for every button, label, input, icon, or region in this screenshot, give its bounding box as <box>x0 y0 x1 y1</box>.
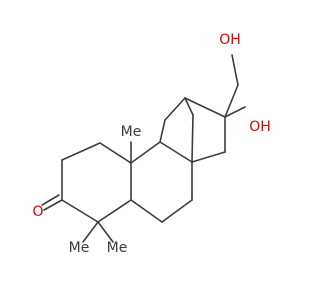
methyl-label-gem-right: Me <box>107 240 128 256</box>
bond <box>99 142 132 164</box>
bond <box>41 194 60 206</box>
bond-layer <box>41 54 246 243</box>
bond <box>231 54 239 86</box>
bond <box>82 221 99 243</box>
bond <box>191 114 194 163</box>
hydroxymethyl-oh-label: OH <box>219 32 241 48</box>
bond <box>161 199 193 223</box>
bond <box>184 97 226 118</box>
bond <box>43 199 63 211</box>
bond <box>224 106 246 118</box>
methyl-label-angular: Me <box>121 124 142 140</box>
bond <box>130 141 161 164</box>
bond <box>184 97 194 116</box>
methyl-label-gem-left: Me <box>69 240 90 256</box>
hydroxyl-label: OH <box>249 119 271 135</box>
bond <box>159 119 166 143</box>
bond <box>159 141 193 163</box>
bond <box>130 199 163 223</box>
bond <box>224 84 239 118</box>
bond <box>61 142 101 161</box>
bond <box>97 199 132 223</box>
bond <box>191 151 226 163</box>
structure-canvas: Me Me Me O OH OH <box>32 32 271 256</box>
ketone-oxygen-label: O <box>32 204 43 220</box>
bond <box>61 199 99 223</box>
bond <box>97 221 114 243</box>
molecule-diagram: Me Me Me O OH OH <box>32 32 270 256</box>
atom-labels: Me Me Me O OH OH <box>32 32 270 256</box>
bond <box>164 97 186 121</box>
